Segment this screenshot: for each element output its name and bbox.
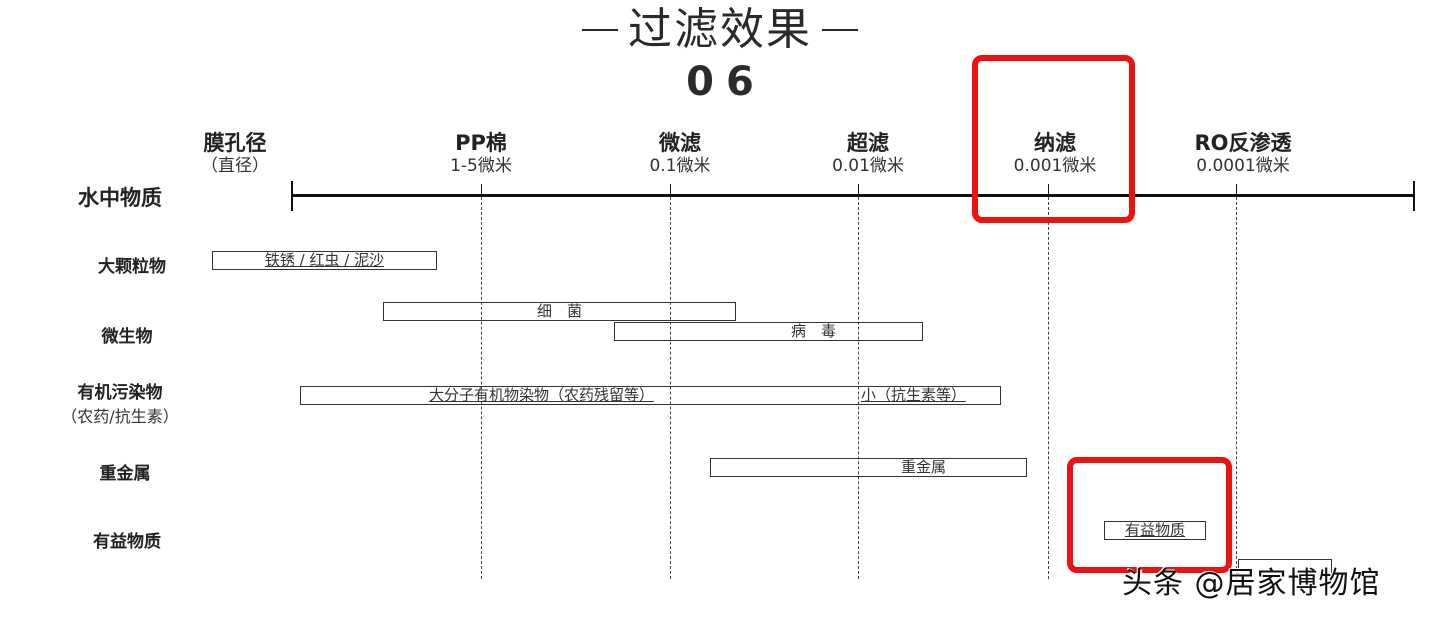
- watermark: 头条 @居家博物馆: [1122, 566, 1381, 601]
- column-pore-size: 0.0001微米: [1196, 156, 1290, 176]
- row-label-beneficial: 有益物质: [93, 532, 161, 552]
- guide-line-ro: [1236, 197, 1237, 579]
- column-name: 超滤: [847, 131, 889, 155]
- axis-header: 膜孔径 （直径）: [135, 130, 335, 176]
- guide-line-pp: [481, 197, 482, 579]
- column-header-ro: RO反渗透 0.0001微米: [1143, 130, 1343, 176]
- pore-size-axis: [292, 194, 1414, 197]
- column-pore-size: 1-5微米: [450, 156, 512, 176]
- bar-label: 病 毒: [790, 322, 836, 340]
- column-header-pp: PP棉 1-5微米: [381, 130, 581, 176]
- diagram-title: 过滤效果: [0, 4, 1440, 56]
- column-name: 微滤: [659, 131, 701, 155]
- row-label-large-particles: 大颗粒物: [98, 257, 166, 277]
- axis-start-cap: [291, 181, 293, 211]
- axis-tick-ro: [1236, 184, 1237, 196]
- highlight-box-beneficial: [1067, 457, 1232, 573]
- column-name: RO反渗透: [1194, 131, 1292, 155]
- bar-label: 铁锈 / 红虫 / 泥沙: [264, 251, 385, 269]
- axis-tick-pp: [481, 184, 482, 196]
- column-header-microfiltration: 微滤 0.1微米: [580, 130, 780, 176]
- bar-label: 重金属: [900, 458, 946, 476]
- bar-label: 细 菌: [536, 302, 582, 320]
- column-header-nanofiltration: 纳滤 0.001微米: [955, 130, 1155, 176]
- title-dash-left: [582, 29, 618, 31]
- bar-organic-pollutants: 大分子有机物染物（农药残留等） 小（抗生素等）: [300, 386, 1001, 405]
- axis-header-sublabel: （直径）: [201, 156, 269, 176]
- axis-tick-nanofiltration: [1048, 184, 1049, 196]
- bar-bacteria: 细 菌: [383, 302, 736, 321]
- column-header-ultrafiltration: 超滤 0.01微米: [768, 130, 968, 176]
- bar-beneficial: 有益物质: [1104, 521, 1206, 540]
- column-pore-size: 0.001微米: [1013, 156, 1097, 176]
- guide-line-ultrafiltration: [858, 197, 859, 579]
- row-label-heavy-metals: 重金属: [99, 464, 151, 484]
- obscured-bar: [1238, 559, 1332, 576]
- axis-header-label: 膜孔径: [203, 131, 267, 155]
- bar-heavy-metals: 重金属: [710, 458, 1027, 477]
- bar-label-small-molecule: 小（抗生素等）: [861, 386, 967, 404]
- title-dash-right: [822, 29, 858, 31]
- guide-line-nanofiltration: [1048, 197, 1049, 579]
- axis-tick-ultrafiltration: [858, 184, 859, 196]
- row-label-microorganisms: 微生物: [101, 327, 153, 347]
- row-axis-label: 水中物质: [78, 186, 162, 210]
- column-pore-size: 0.1微米: [649, 156, 711, 176]
- bar-label-large-molecule: 大分子有机物染物（农药残留等）: [429, 386, 655, 404]
- axis-end-cap: [1413, 181, 1415, 211]
- bar-virus: 病 毒: [614, 322, 923, 341]
- bar-large-particles: 铁锈 / 红虫 / 泥沙: [212, 251, 437, 270]
- title-text: 过滤效果: [628, 4, 812, 55]
- bar-label: 有益物质: [1124, 521, 1185, 539]
- row-label-text: 有机污染物: [77, 383, 163, 403]
- column-name: PP棉: [455, 131, 507, 155]
- row-label-organic-pollutants: 有机污染物 （农药/抗生素）: [40, 378, 200, 427]
- highlight-box-nanofiltration: [972, 55, 1135, 223]
- section-number: 06: [686, 59, 766, 105]
- column-pore-size: 0.01微米: [832, 156, 904, 176]
- column-name: 纳滤: [1034, 131, 1076, 155]
- axis-tick-microfiltration: [670, 184, 671, 196]
- guide-line-microfiltration: [670, 197, 671, 579]
- row-sublabel-text: （农药/抗生素）: [61, 407, 179, 426]
